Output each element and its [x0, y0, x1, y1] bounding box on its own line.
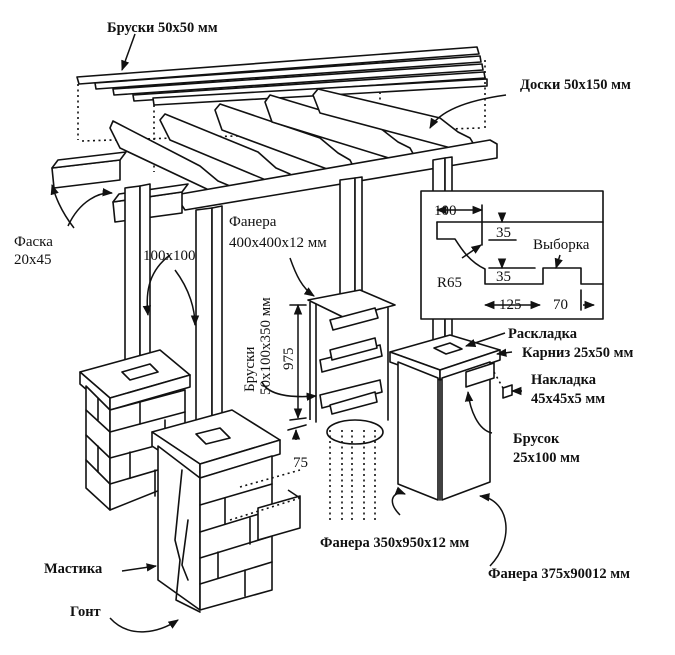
label-post-size: 100x100: [143, 248, 196, 264]
label-boards: Доски 50x150 мм: [520, 77, 631, 93]
inset-dim-35-a: 35: [496, 225, 511, 241]
label-battens-top: Бруски 50x50 мм: [107, 20, 218, 36]
label-bars-title: Бруски: [242, 347, 258, 392]
leader-lines: [50, 33, 522, 633]
plywood-pillar: [389, 334, 513, 501]
inset-dim-125: 125: [499, 297, 522, 313]
profile-detail-inset: [420, 190, 604, 320]
label-overlay-size: 45x45x5 мм: [531, 391, 605, 407]
label-chamfer-size: 20x45: [14, 252, 52, 268]
label-plywood-top-title: Фанера: [229, 214, 277, 230]
label-plywood-top-size: 400x400x12 мм: [229, 235, 327, 251]
inset-radius: R65: [437, 275, 462, 291]
dimension-75: 75: [293, 455, 308, 471]
inset-dim-70: 70: [553, 297, 568, 313]
inset-dim-35-b: 35: [496, 269, 511, 285]
inset-notch-label: Выборка: [533, 237, 590, 253]
inset-dim-100: 100: [434, 203, 457, 219]
label-cornice: Карниз 25x50 мм: [522, 345, 634, 361]
label-bars-size: 50x100x350 мм: [258, 297, 274, 395]
label-bar-title: Брусок: [513, 431, 560, 447]
dimension-975: 975: [281, 348, 297, 371]
label-bar-size: 25x100 мм: [513, 450, 580, 466]
profiled-boards: [109, 88, 498, 211]
brick-pillar-front: [151, 409, 301, 613]
label-mastic: Мастика: [44, 561, 103, 577]
label-layout-strip: Раскладка: [508, 326, 578, 342]
label-plywood-side-a: Фанера 350x950x12 мм: [320, 535, 469, 551]
label-chamfer-title: Фаска: [14, 234, 53, 250]
label-plywood-side-b: Фанера 375x90012 мм: [488, 566, 630, 582]
label-shingle: Гонт: [70, 604, 101, 620]
post-block-assembly: [287, 289, 396, 520]
label-overlay-title: Накладка: [531, 372, 597, 388]
